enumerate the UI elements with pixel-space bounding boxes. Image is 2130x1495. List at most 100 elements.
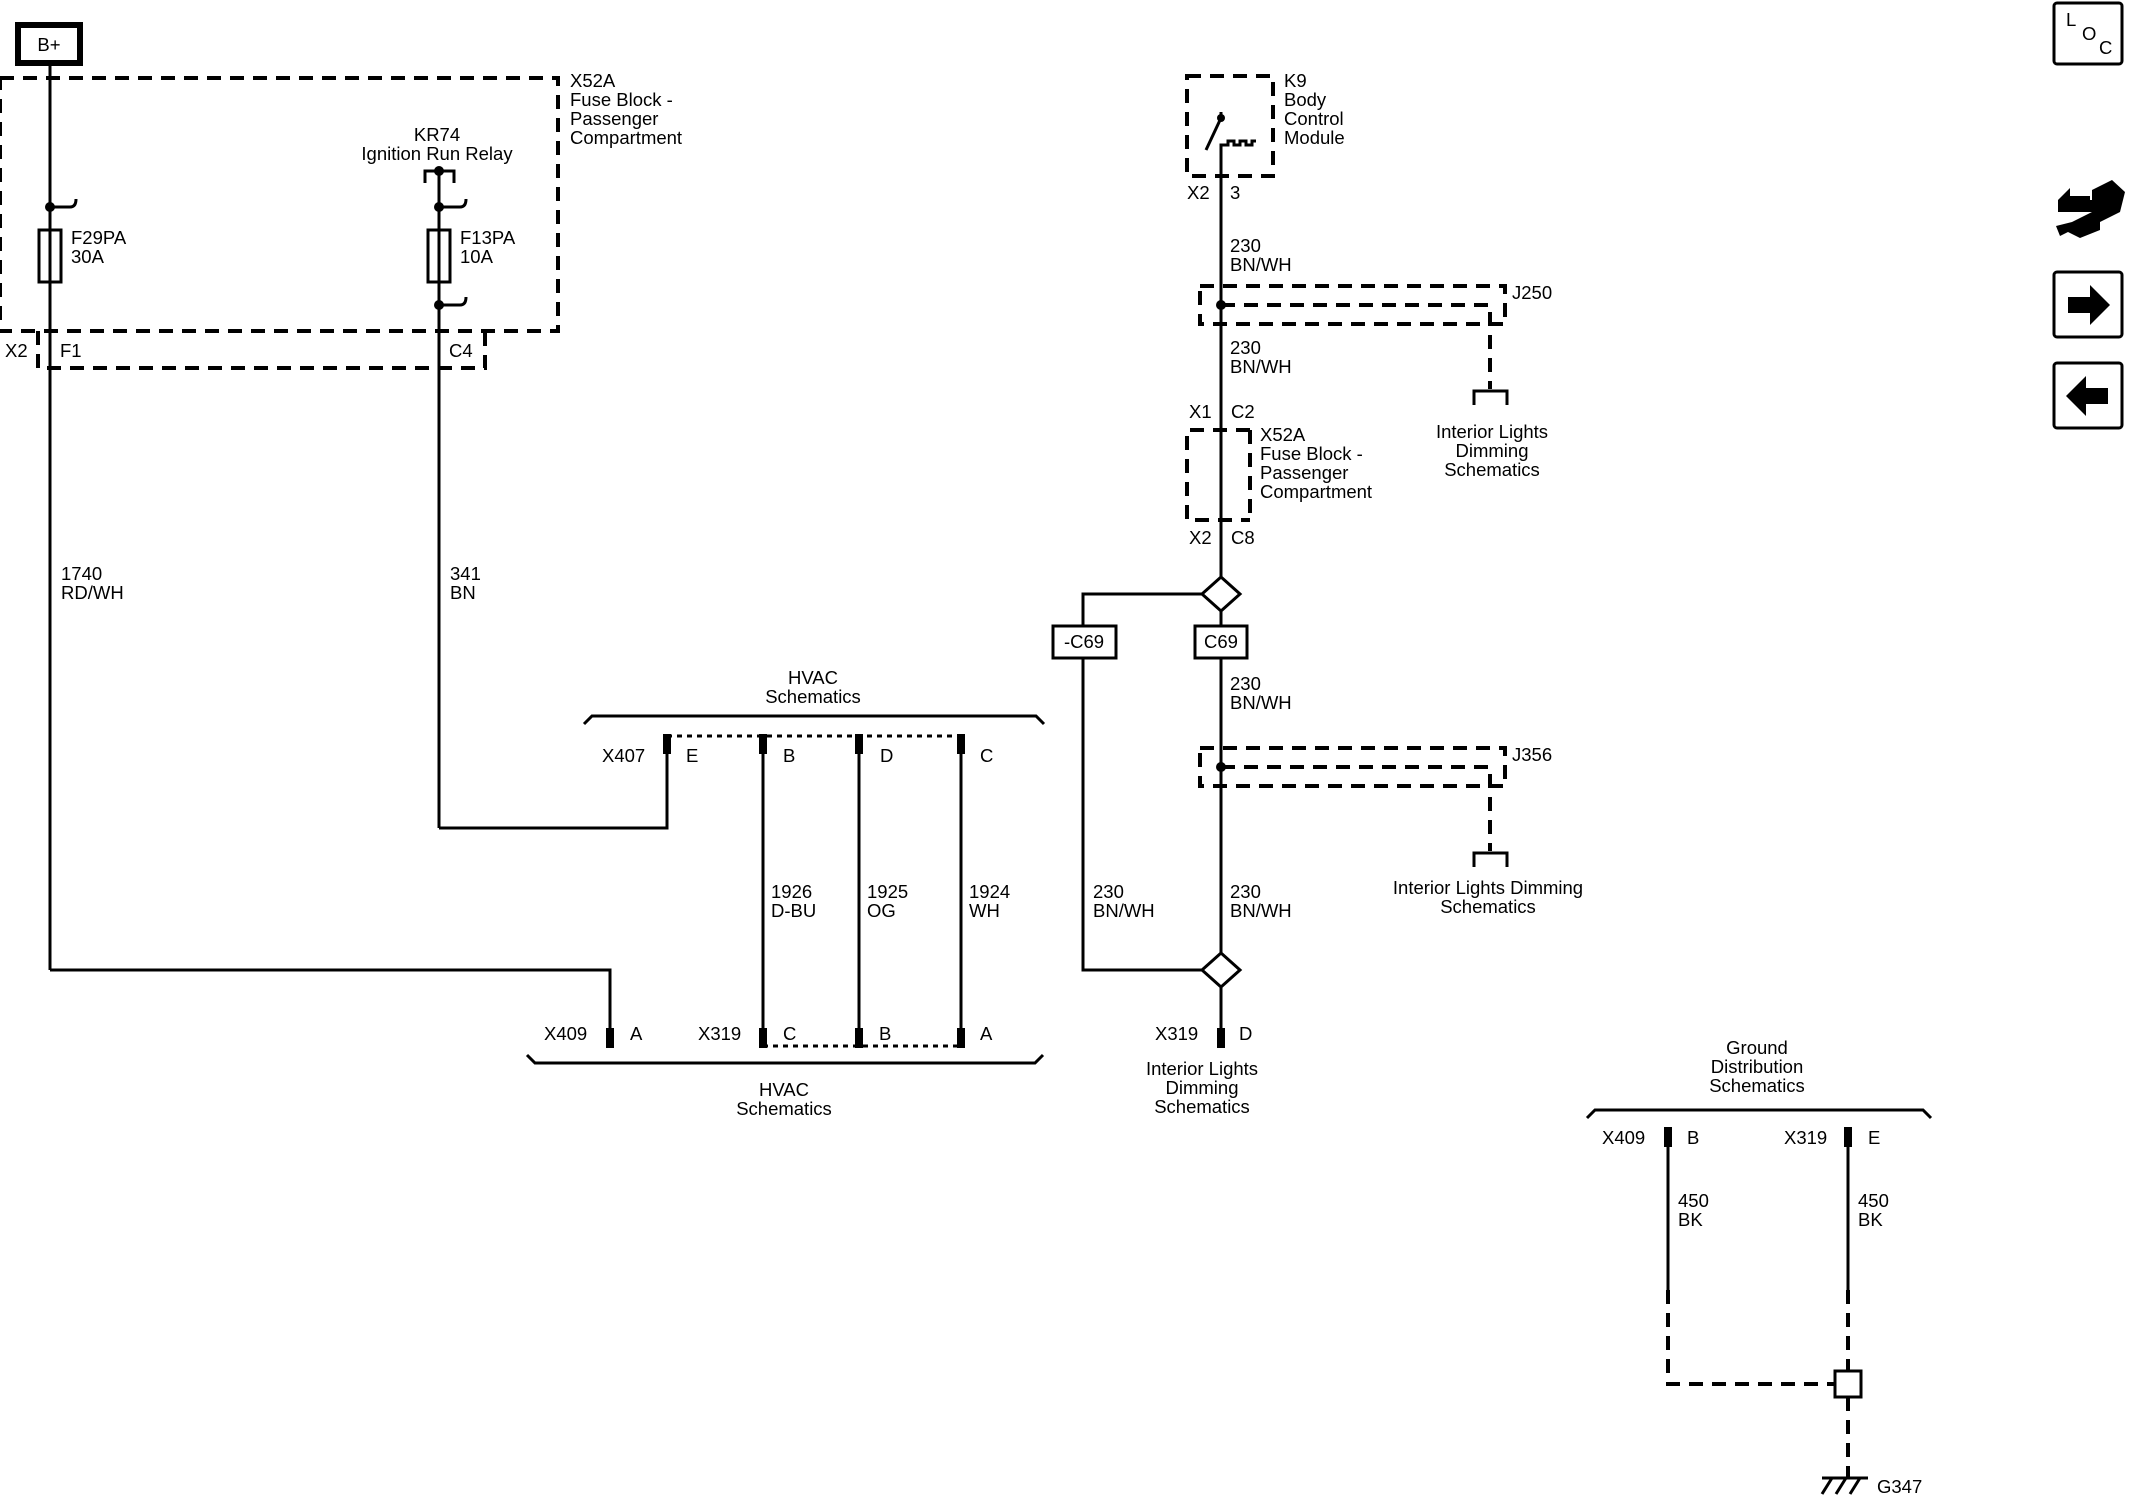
j250-ref: J250: [1512, 282, 1552, 303]
loc-button[interactable]: L O C: [2052, 1, 2124, 66]
option-not-c69: -C69: [1064, 631, 1104, 652]
j356-splice-outline: [1198, 746, 1507, 788]
option-diamond-top: [1199, 574, 1243, 614]
wire-230-d-circuit: 230: [1093, 881, 1124, 902]
j250-dest-line1: Interior Lights: [1436, 421, 1548, 442]
wire-230-d-color: BN/WH: [1093, 900, 1155, 921]
j250-terminal: [1472, 389, 1509, 405]
connector-tool-shape[interactable]: [2056, 180, 2125, 238]
connector-tool-arrow[interactable]: [2058, 188, 2090, 212]
connector-tool-icon[interactable]: [2056, 180, 2125, 238]
fuse-block-top-outline: [0, 76, 560, 333]
wire-230-c-circuit: 230: [1230, 673, 1261, 694]
wire-230-option-branch: [1081, 592, 1202, 972]
relay-ref: KR74: [414, 124, 460, 145]
wire-450-left-color: BK: [1678, 1209, 1703, 1230]
ground-left-pin-mark: [1664, 1127, 1672, 1147]
previous-button[interactable]: [2052, 361, 2124, 430]
x407-pin-c-mark: [957, 734, 965, 754]
wire-1924-circuit: 1924: [969, 881, 1010, 902]
bcm-outline: [1185, 74, 1275, 178]
fuse-f29pa-ref: F29PA: [71, 227, 127, 248]
j356-dest-line2: Schematics: [1440, 896, 1536, 917]
x319-pin-b-mark: [855, 1028, 863, 1048]
loc-letter-o: O: [2082, 23, 2096, 44]
x319-pin-b: B: [879, 1023, 891, 1044]
loc-button-frame[interactable]: [2052, 1, 2124, 66]
ground-left-conn: X409: [1602, 1127, 1645, 1148]
wire-1926-circuit: 1926: [771, 881, 812, 902]
ground-bracket: [1585, 1108, 1933, 1120]
wire-230-b-circuit: 230: [1230, 337, 1261, 358]
relay-name: Ignition Run Relay: [361, 143, 513, 164]
x2-pin-c4: C4: [449, 340, 473, 361]
j250-dest-line2: Dimming: [1456, 440, 1529, 461]
x2-connector-ref: X2: [5, 340, 28, 361]
wire-341-circuit: 341: [450, 563, 481, 584]
x319-pin-c: C: [783, 1023, 796, 1044]
wire-1740-circuit: 1740: [61, 563, 102, 584]
mid-fuse-top-pin: C2: [1231, 401, 1255, 422]
x407-pin-b-mark: [759, 734, 767, 754]
ground-line2: Distribution: [1711, 1056, 1804, 1077]
fuse-block-top-line3: Compartment: [570, 127, 682, 148]
x319-pin-a-mark: [957, 1028, 965, 1048]
f13pa-bottom-hook: [439, 296, 468, 307]
wire-450-right-circuit: 450: [1858, 1190, 1889, 1211]
bcm-line3: Module: [1284, 127, 1345, 148]
x409-pin-a: A: [630, 1023, 643, 1044]
hvac-bottom-line2: Schematics: [736, 1098, 832, 1119]
next-button[interactable]: [2052, 270, 2124, 339]
j356-dest-line1: Interior Lights Dimming: [1393, 877, 1583, 898]
wire-230-a-circuit: 230: [1230, 235, 1261, 256]
ground-symbol-hatch3: [1848, 1477, 1862, 1495]
ground-dashed-left: [1666, 1290, 1836, 1386]
x407-ref: X407: [602, 745, 645, 766]
x409-pin-a-mark: [606, 1028, 614, 1048]
mid-fuse-top-conn: X1: [1189, 401, 1212, 422]
ground-ref: G347: [1877, 1476, 1922, 1495]
hvac-top-bracket: [582, 714, 1046, 726]
ground-symbol-hatch1: [1820, 1477, 1834, 1495]
x407-pin-e-mark: [663, 734, 671, 754]
mid-fuse-line3: Compartment: [1260, 481, 1372, 502]
hvac-bottom-line1: HVAC: [759, 1079, 809, 1100]
bcm-line2: Control: [1284, 108, 1344, 129]
fuse-block-top-line2: Passenger: [570, 108, 658, 129]
wire-1924-color: WH: [969, 900, 1000, 921]
wire-230-a-color: BN/WH: [1230, 254, 1292, 275]
wire-1925-circuit: 1925: [867, 881, 908, 902]
x2-pin-f1: F1: [60, 340, 82, 361]
arrow-right-icon[interactable]: [2068, 285, 2110, 325]
bottom-mid-pin: D: [1239, 1023, 1252, 1044]
fuse-f13pa-ref: F13PA: [460, 227, 516, 248]
wire-450-right-color: BK: [1858, 1209, 1883, 1230]
hvac-bottom-bracket: [525, 1053, 1045, 1065]
ground-right-pin: E: [1868, 1127, 1880, 1148]
x407-pin-c: C: [980, 745, 993, 766]
j356-ref: J356: [1512, 744, 1552, 765]
bcm-pwm-icon: [1219, 139, 1256, 150]
j250-branch: [1221, 303, 1492, 389]
mid-fuse-outline: [1185, 428, 1250, 522]
loc-letter-l: L: [2066, 9, 2076, 30]
ground-splice-box: [1833, 1369, 1863, 1399]
wire-1925-color: OG: [867, 900, 896, 921]
x319-pin-c-mark: [759, 1028, 767, 1048]
bcm-ref: K9: [1284, 70, 1307, 91]
option-c69-box: [1193, 624, 1249, 660]
arrow-left-icon[interactable]: [2066, 376, 2108, 416]
bottom-mid-dest-line2: Dimming: [1166, 1077, 1239, 1098]
wire-1740-color: RD/WH: [61, 582, 124, 603]
x407-pin-e: E: [686, 745, 698, 766]
option-c69: C69: [1204, 631, 1238, 652]
x319-pin-d-mark: [1217, 1028, 1225, 1048]
ground-right-conn: X319: [1784, 1127, 1827, 1148]
fuse-f13pa-rating: 10A: [460, 246, 494, 267]
ground-symbol-hatch2: [1834, 1477, 1848, 1495]
option-not-c69-box: [1051, 624, 1118, 660]
mid-fuse-bottom-conn: X2: [1189, 527, 1212, 548]
hvac-top-line2: Schematics: [765, 686, 861, 707]
x319-bottom-ref: X319: [698, 1023, 741, 1044]
x407-pin-d-mark: [855, 734, 863, 754]
